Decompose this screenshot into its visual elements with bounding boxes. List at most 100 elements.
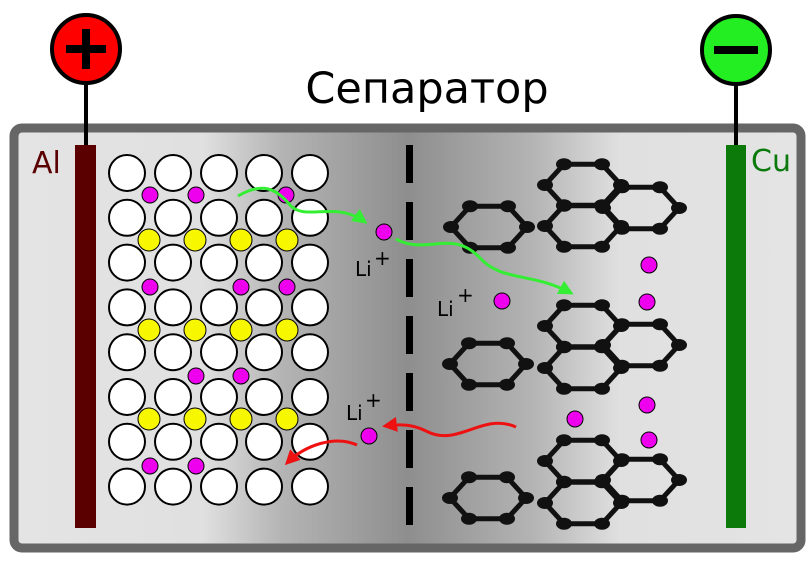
carbon-atom: [499, 337, 515, 350]
oxygen-atom: [200, 288, 238, 327]
oxygen-atom: [154, 243, 192, 282]
lithium-ion: [566, 410, 584, 428]
li-ion-label-2: Li: [437, 297, 454, 321]
carbon-atom: [556, 341, 572, 354]
lithium-ion: [493, 292, 511, 310]
copper-label: Cu: [751, 144, 791, 179]
lithium-ion: [187, 186, 205, 204]
lithium-ion: [141, 186, 159, 204]
carbon-atom: [462, 200, 478, 213]
metal-atom: [183, 318, 207, 342]
graphite-sheet: [442, 299, 687, 395]
li-ion-label-3: Li: [346, 401, 363, 425]
li-ion-charge-2: +: [457, 283, 474, 307]
oxygen-atom: [291, 288, 329, 327]
carbon-atom: [556, 476, 572, 489]
carbon-atom: [556, 240, 572, 253]
carbon-atom: [499, 471, 515, 484]
separator-dash: [406, 487, 413, 525]
oxygen-atom: [200, 378, 238, 416]
separator-label: Сепаратор: [305, 64, 548, 114]
carbon-atom: [518, 358, 534, 370]
oxygen-atom: [291, 333, 329, 372]
oxygen-atom: [154, 467, 192, 506]
oxygen-atom: [245, 378, 283, 416]
lithium-ion: [360, 427, 378, 445]
oxygen-atom: [200, 467, 238, 506]
carbon-atom: [594, 199, 610, 212]
carbon-atom: [556, 434, 572, 447]
discharge-arrow-1: [382, 416, 517, 438]
lithium-ion: [232, 367, 250, 385]
carbon-atom: [594, 517, 610, 530]
carbon-atom: [594, 158, 610, 171]
carbon-atom: [594, 382, 610, 395]
lithium-ion: [638, 396, 656, 414]
oxygen-atom: [245, 333, 283, 372]
separator-dash: [406, 259, 413, 297]
carbon-atom: [537, 362, 553, 374]
oxygen-atom: [200, 154, 238, 192]
lithium-ion: [640, 431, 658, 449]
carbon-atom: [671, 202, 687, 214]
oxygen-atom: [291, 378, 329, 416]
oxygen-atom: [108, 288, 146, 327]
charge-arrow-1: [237, 186, 368, 224]
oxygen-atom: [200, 243, 238, 282]
oxygen-atom: [245, 243, 283, 282]
lithium-ion: [232, 278, 250, 296]
free-lithium-ions: [360, 223, 658, 449]
carbon-atom: [500, 241, 516, 254]
carbon-atom: [613, 220, 629, 232]
li-ion-charge-3: +: [365, 388, 382, 412]
lithium-ion: [638, 293, 656, 311]
carbon-atom: [613, 497, 629, 509]
oxygen-atom: [108, 378, 146, 416]
oxygen-atom: [154, 198, 192, 237]
separator-membrane: [406, 145, 413, 525]
aluminum-label: Al: [32, 146, 61, 181]
carbon-atom: [594, 434, 610, 447]
lithium-ion: [141, 457, 159, 475]
carbon-atom: [499, 378, 515, 391]
carbon-atom: [652, 222, 668, 235]
graphite-anode: [442, 158, 687, 530]
metal-atom: [275, 228, 299, 252]
carbon-atom: [614, 453, 630, 466]
oxygen-atom: [291, 243, 329, 282]
oxygen-atom: [108, 422, 146, 461]
carbon-atom: [499, 512, 515, 525]
oxygen-atom: [154, 333, 192, 372]
oxygen-atom: [291, 198, 329, 237]
lithium-ion: [187, 367, 205, 385]
carbon-atom: [614, 181, 630, 194]
li-ion-label-1: Li: [355, 257, 372, 281]
cathode-lattice: [108, 154, 329, 506]
oxygen-atom: [291, 154, 329, 192]
carbon-atom: [461, 378, 477, 391]
metal-atom: [229, 228, 253, 252]
carbon-atom: [537, 320, 553, 332]
carbon-atom: [556, 382, 572, 395]
metal-atom: [229, 407, 253, 431]
carbon-atom: [556, 299, 572, 312]
separator-dash: [406, 373, 413, 411]
aluminum-collector: [75, 145, 96, 528]
oxygen-atom: [245, 198, 283, 237]
copper-collector: [726, 145, 746, 528]
carbon-atom: [594, 476, 610, 489]
metal-atom: [137, 407, 161, 431]
oxygen-atom: [200, 333, 238, 372]
oxygen-atom: [108, 154, 146, 192]
metal-atom: [183, 228, 207, 252]
oxygen-atom: [154, 288, 192, 327]
carbon-atom: [652, 494, 668, 507]
carbon-atom: [652, 181, 668, 194]
discharge-arrow-2: [284, 439, 358, 466]
carbon-atom: [519, 221, 535, 233]
carbon-atom: [442, 358, 458, 370]
oxygen-atom: [154, 422, 192, 461]
li-ion-charge-1: +: [374, 246, 391, 270]
oxygen-atom: [245, 422, 283, 461]
